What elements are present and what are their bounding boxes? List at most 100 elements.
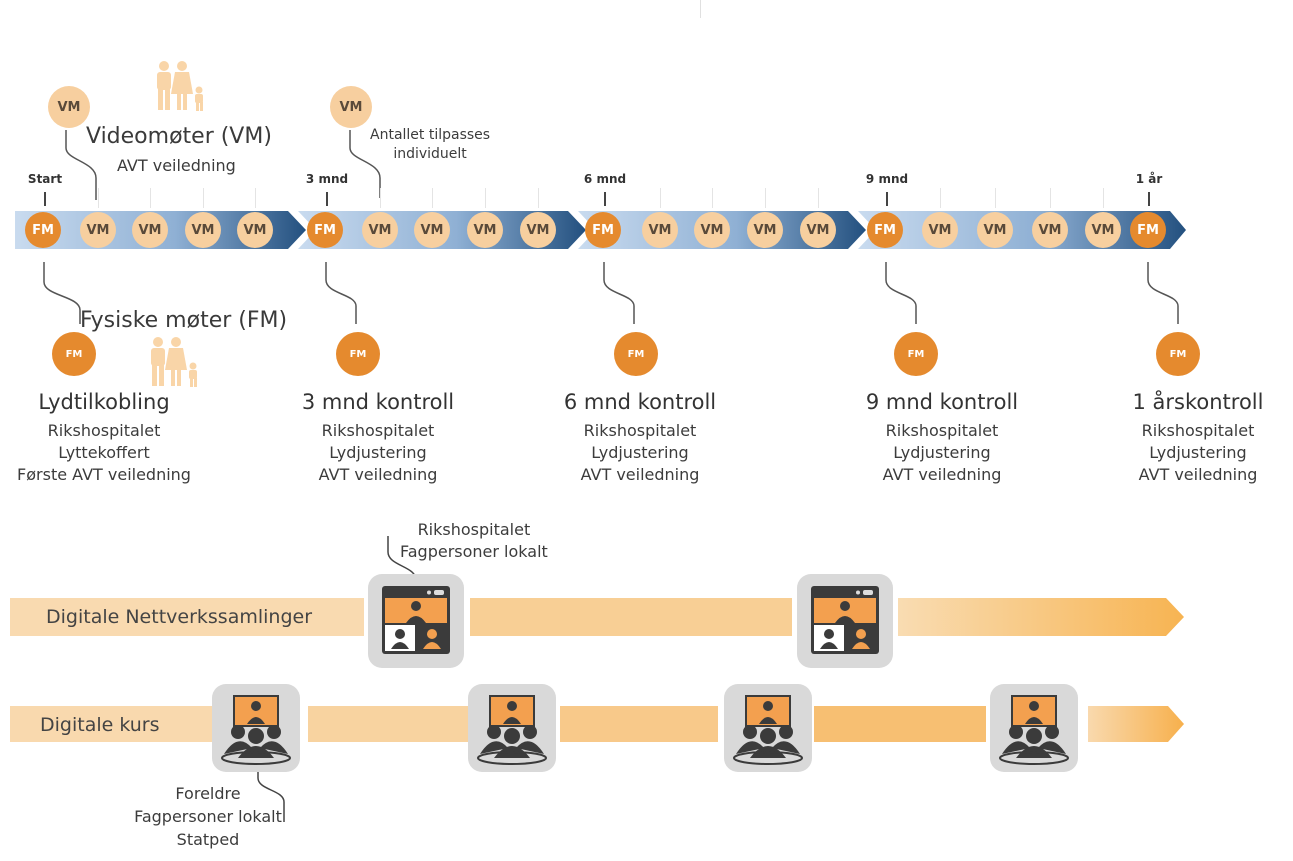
tick-label-start: Start bbox=[27, 172, 63, 186]
vm-subtitle: AVT veiledning bbox=[117, 156, 236, 175]
vm-timeline-badge: VM bbox=[362, 212, 398, 248]
vm-timeline-badge: VM bbox=[414, 212, 450, 248]
minor-tick bbox=[995, 188, 996, 208]
courses-bar-segment bbox=[10, 706, 212, 742]
vm-timeline-badge: VM bbox=[800, 212, 836, 248]
vm-timeline-badge-text: VM bbox=[138, 222, 162, 238]
vm-timeline-badge: VM bbox=[80, 212, 116, 248]
milestone-fm-badge-text: FM bbox=[907, 348, 925, 360]
network-bar-segment bbox=[10, 598, 364, 636]
tick-mark bbox=[326, 192, 328, 206]
milestone-title: 6 mnd kontroll bbox=[563, 390, 717, 414]
vm-legend-badge-text: VM bbox=[57, 99, 81, 115]
milestone-detail: Første AVT veiledning bbox=[17, 465, 191, 484]
network-participant: Fagpersoner lokalt bbox=[400, 542, 548, 561]
minor-tick bbox=[940, 188, 941, 208]
vm-note-badge: VM bbox=[330, 86, 372, 128]
course-participant: Statped bbox=[176, 830, 240, 849]
vm-note-line: individuelt bbox=[393, 146, 467, 162]
vm-timeline-badge: VM bbox=[1032, 212, 1068, 248]
fm-timeline-badge: FM bbox=[867, 212, 903, 248]
minor-tick bbox=[203, 188, 204, 208]
minor-tick bbox=[712, 188, 713, 208]
fm-title: Fysiske møter (FM) bbox=[80, 308, 288, 333]
vm-timeline-badge-text: VM bbox=[753, 222, 777, 238]
milestone-detail: Lydjustering bbox=[591, 443, 689, 462]
vm-title: Videomøter (VM) bbox=[86, 124, 272, 149]
milestone-detail: Rikshospitalet bbox=[1141, 421, 1255, 440]
vm-timeline-badge-text: VM bbox=[191, 222, 215, 238]
tick-mark bbox=[604, 192, 606, 206]
minor-tick bbox=[1050, 188, 1051, 208]
network-participant: Rikshospitalet bbox=[417, 520, 531, 539]
milestone-fm-badge-text: FM bbox=[1169, 348, 1187, 360]
vm-timeline-badge-text: VM bbox=[928, 222, 952, 238]
network-bar-arrow bbox=[898, 598, 1184, 636]
minor-tick bbox=[380, 188, 381, 208]
fm-timeline-badge-text: FM bbox=[32, 222, 54, 238]
minor-tick bbox=[255, 188, 256, 208]
minor-tick bbox=[98, 188, 99, 208]
milestone-detail: Lydjustering bbox=[1149, 443, 1247, 462]
minor-tick bbox=[150, 188, 151, 208]
minor-tick bbox=[538, 188, 539, 208]
classroom-icon bbox=[990, 684, 1078, 772]
vm-timeline-badge-text: VM bbox=[243, 222, 267, 238]
milestone-detail: Rikshospitalet bbox=[583, 421, 697, 440]
video-conference-icon bbox=[368, 574, 464, 668]
video-conference-icon bbox=[797, 574, 893, 668]
fm-timeline-badge: FM bbox=[585, 212, 621, 248]
tick-label-6mnd: 6 mnd bbox=[583, 172, 627, 186]
classroom-icon bbox=[212, 684, 300, 772]
fm-timeline-badge: FM bbox=[307, 212, 343, 248]
network-label: Digitale Nettverkssamlinger bbox=[46, 606, 313, 628]
vm-timeline-badge-text: VM bbox=[806, 222, 830, 238]
network-participants: Rikshospitalet Fagpersoner lokalt bbox=[400, 519, 548, 563]
milestone-fm-badge: FM bbox=[614, 332, 658, 376]
network-bar-segment bbox=[470, 598, 792, 636]
tick-mark bbox=[1148, 192, 1150, 206]
milestone-detail: Lydjustering bbox=[329, 443, 427, 462]
milestone-title: 9 mnd kontroll bbox=[865, 390, 1019, 414]
vm-timeline-badge-text: VM bbox=[983, 222, 1007, 238]
vm-timeline-badge: VM bbox=[185, 212, 221, 248]
network-bar bbox=[10, 598, 1184, 636]
vm-timeline-badge: VM bbox=[922, 212, 958, 248]
courses-bar-segment bbox=[560, 706, 718, 742]
vm-timeline-badge: VM bbox=[132, 212, 168, 248]
tick-mark bbox=[886, 192, 888, 206]
vm-note-line: Antallet tilpasses bbox=[370, 127, 491, 143]
minor-tick bbox=[432, 188, 433, 208]
courses-label: Digitale kurs bbox=[40, 714, 160, 736]
vm-timeline-badge: VM bbox=[237, 212, 273, 248]
vm-timeline-badge: VM bbox=[694, 212, 730, 248]
minor-tick bbox=[765, 188, 766, 208]
vm-note-badge-text: VM bbox=[339, 99, 363, 115]
minor-tick bbox=[1103, 188, 1104, 208]
courses-bar-segment bbox=[814, 706, 986, 742]
tick-label-9mnd: 9 mnd bbox=[865, 172, 909, 186]
fm-timeline-badge-text: FM bbox=[874, 222, 896, 238]
vm-timeline-badge: VM bbox=[520, 212, 556, 248]
classroom-icon bbox=[724, 684, 812, 772]
vm-timeline-badge-text: VM bbox=[420, 222, 444, 238]
milestone-detail: Lydjustering bbox=[893, 443, 991, 462]
fm-timeline-badge: FM bbox=[1130, 212, 1166, 248]
family-icon bbox=[146, 336, 202, 388]
vm-timeline-badge: VM bbox=[977, 212, 1013, 248]
milestone-fm-badge: FM bbox=[894, 332, 938, 376]
milestone-detail: AVT veiledning bbox=[580, 465, 700, 484]
vm-timeline-badge: VM bbox=[467, 212, 503, 248]
vm-legend-badge: VM bbox=[48, 86, 90, 128]
courses-bar-segment bbox=[308, 706, 468, 742]
fm-timeline-badge: FM bbox=[25, 212, 61, 248]
vm-timeline-badge-text: VM bbox=[368, 222, 392, 238]
milestone-detail: Rikshospitalet bbox=[885, 421, 999, 440]
minor-tick bbox=[485, 188, 486, 208]
milestone-fm-badge: FM bbox=[52, 332, 96, 376]
milestone-detail: Rikshospitalet bbox=[47, 421, 161, 440]
vm-timeline-badge-text: VM bbox=[473, 222, 497, 238]
milestone-fm-badge-text: FM bbox=[349, 348, 367, 360]
